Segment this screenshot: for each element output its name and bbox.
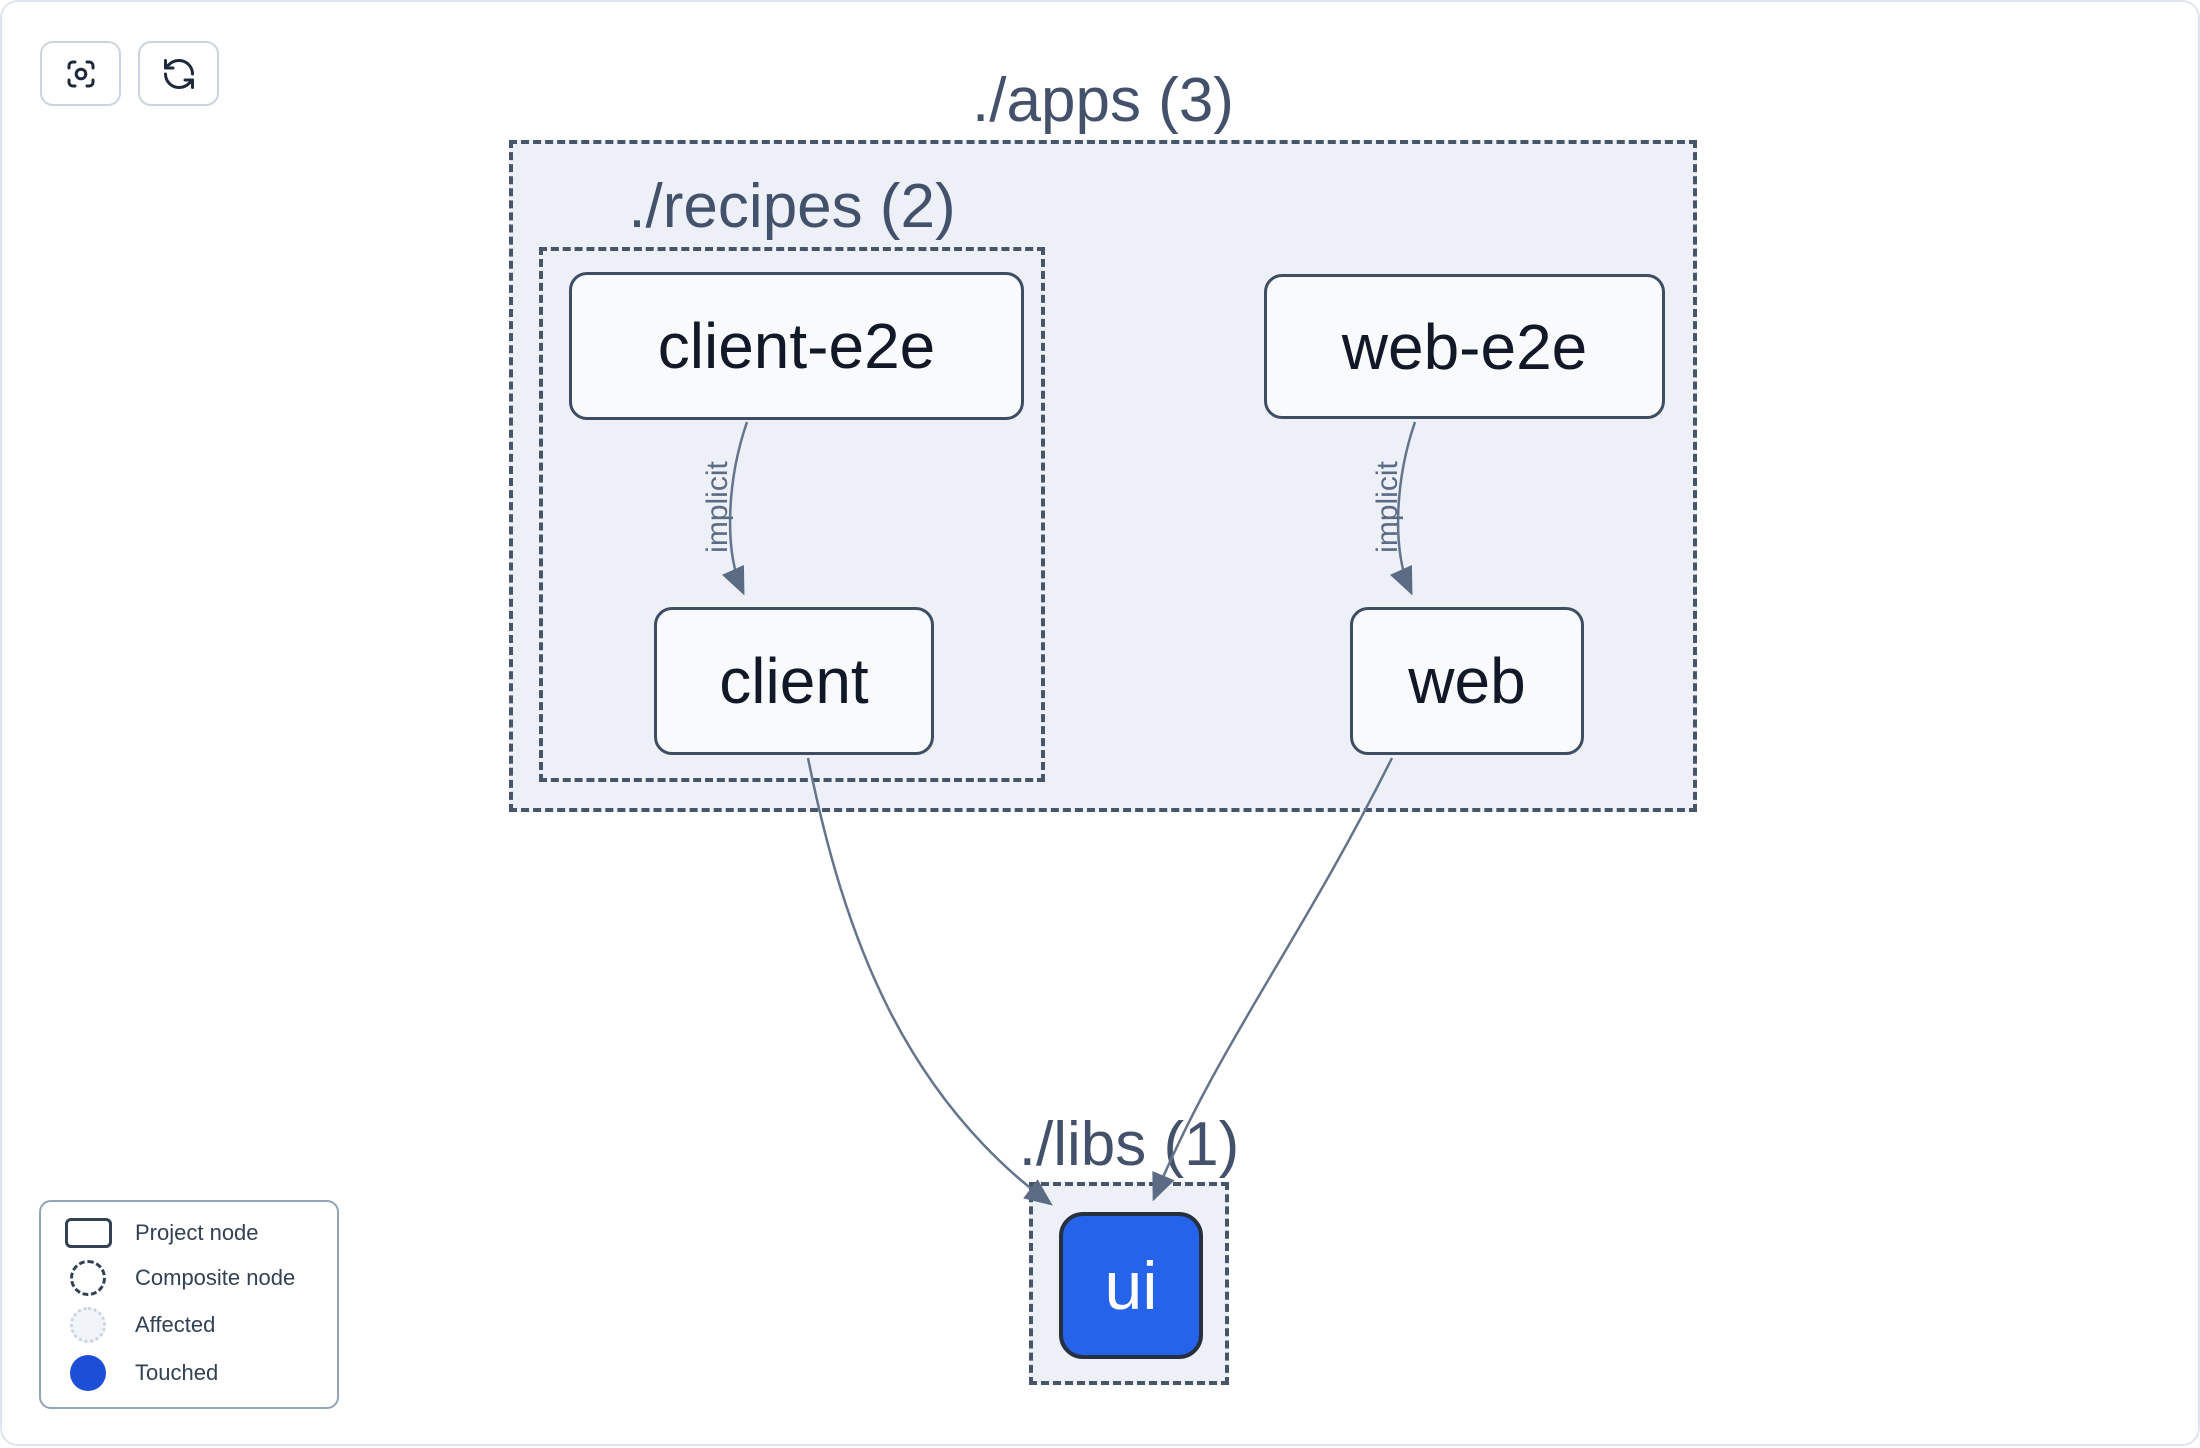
project-node-web-e2e[interactable]: web-e2e [1264, 274, 1665, 419]
node-label: web-e2e [1341, 310, 1588, 383]
refresh-icon-button[interactable] [138, 41, 219, 106]
edge-label-implicit-web: implicit [1371, 461, 1404, 553]
composite-node-swatch-icon [70, 1259, 106, 1296]
graph-legend: Project node Composite node Affected Tou… [39, 1200, 339, 1409]
legend-item-project-node: Project node [41, 1217, 337, 1248]
node-label: ui [1104, 1247, 1158, 1324]
container-title-apps: ./apps (3) [972, 66, 1234, 135]
center-graph-button[interactable] [40, 41, 121, 106]
container-title-recipes: ./recipes (2) [628, 172, 956, 241]
project-node-client[interactable]: client [654, 607, 934, 755]
container-title-libs: ./libs (1) [1018, 1110, 1240, 1179]
project-node-web[interactable]: web [1350, 607, 1584, 755]
legend-label: Composite node [135, 1264, 296, 1290]
project-node-ui-touched[interactable]: ui [1059, 1212, 1203, 1359]
project-node-swatch-icon [64, 1217, 112, 1248]
legend-label: Project node [135, 1219, 259, 1245]
graph-toolbar [40, 41, 219, 106]
edge-label-implicit-client: implicit [701, 461, 734, 553]
node-label: client [719, 645, 869, 717]
legend-label: Affected [135, 1312, 216, 1338]
edge-client-to-ui[interactable] [806, 757, 1053, 1206]
legend-label: Touched [135, 1360, 219, 1386]
legend-item-affected: Affected [41, 1307, 337, 1344]
node-label: client-e2e [657, 310, 936, 382]
legend-item-composite-node: Composite node [41, 1259, 337, 1296]
project-node-client-e2e[interactable]: client-e2e [569, 272, 1024, 420]
legend-item-touched: Touched [41, 1355, 337, 1392]
touched-swatch-icon [70, 1355, 106, 1392]
affected-swatch-icon [70, 1307, 106, 1344]
node-label: web [1408, 645, 1526, 717]
refresh-icon [161, 56, 197, 92]
scan-focus-icon [63, 56, 99, 92]
